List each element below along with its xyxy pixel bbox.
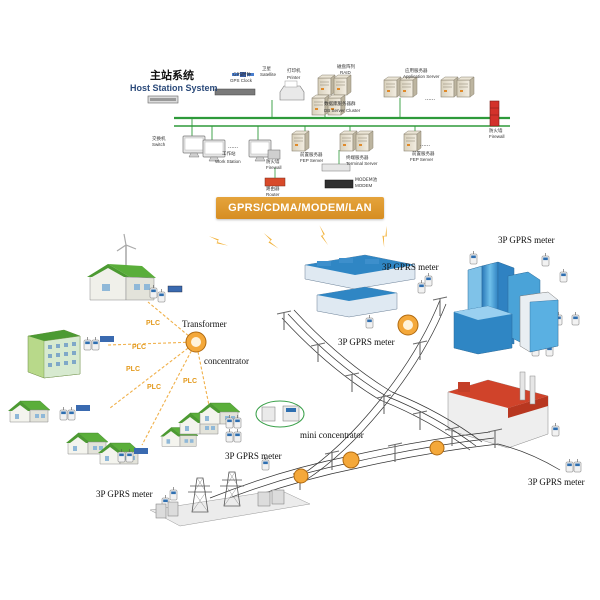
modem-icon — [324, 179, 354, 189]
application-server-icon — [383, 76, 402, 98]
device-label-en: Router — [266, 192, 280, 197]
host-title-en: Host Station System — [130, 83, 218, 93]
meter-label: 3P GPRS meter — [528, 477, 585, 487]
residential-area — [7, 233, 241, 465]
device-label-zh: 前置服务器 — [412, 152, 435, 157]
mini-concentrator-icon — [255, 400, 305, 428]
printer-icon — [279, 80, 305, 101]
device-label-en: FEP Server — [300, 158, 324, 163]
device-label-en: Application Server — [403, 74, 440, 79]
network-banner: GPRS/CDMA/MODEM/LAN — [216, 197, 384, 219]
device-label-zh: 前置服务器 — [300, 153, 323, 158]
device-label-zh: 交换机 — [152, 137, 166, 142]
device-label-en: DB Server Cluster — [324, 108, 361, 113]
wireless-signals — [208, 225, 396, 252]
device-label-zh: MODEM池 — [355, 178, 378, 183]
plc-label: PLC — [126, 366, 140, 373]
meter-label: 3P GPRS meter — [382, 262, 439, 272]
meter-label: 3P GPRS meter — [498, 235, 555, 245]
device-label-zh: 工作站 — [222, 152, 236, 157]
router-icon — [264, 177, 286, 187]
skyscrapers-icon — [453, 261, 559, 355]
factory-icon — [447, 371, 549, 449]
fep-server-icon — [291, 130, 310, 152]
meter-label: 3P GPRS meter — [225, 451, 282, 461]
ellipsis-text: ...... — [425, 96, 436, 102]
meter-label: 3P GPRS meter — [338, 337, 395, 347]
raid-server-icon — [317, 74, 336, 96]
device-label-zh: 卫星 — [262, 67, 271, 72]
device-label-zh: 磁盘阵列 — [337, 65, 355, 70]
device-label-en: GPS Clock — [230, 78, 253, 83]
mini-concentrator-label: mini concentrator — [300, 430, 364, 440]
device-label-zh: 应用服务器 — [405, 69, 428, 74]
host-title-zh: 主站系统 — [150, 69, 194, 82]
meter-label: 3P GPRS meter — [96, 489, 153, 499]
device-label-en: MODEM — [355, 183, 373, 188]
device-label-en: RAID — [340, 70, 351, 75]
ellipsis-text: ...... — [420, 142, 431, 148]
device-label-zh: 防火墙 — [489, 129, 503, 134]
meter-icons — [59, 250, 582, 509]
switch-monitor-icon — [182, 135, 206, 158]
device-label-zh: 打印机 — [287, 69, 301, 74]
device-label-zh: 终端服务器 — [346, 156, 369, 161]
transformer-label: Transformer — [182, 319, 227, 329]
device-label-en: Switch — [152, 142, 166, 147]
apartment-building-icon — [27, 329, 81, 379]
firewall-icon — [489, 100, 500, 127]
pole-transformers — [293, 314, 445, 484]
device-label-en: FEP Server — [410, 157, 434, 162]
device-label-zh: 数据库服务器群 — [324, 102, 356, 107]
substation-icon — [149, 471, 311, 527]
device-label-en: Printer — [287, 75, 301, 80]
satellite-icon — [232, 72, 254, 77]
plc-label: PLC — [146, 320, 160, 327]
device-label-en: Firewall — [266, 165, 282, 170]
transformer-concentrator-icon — [185, 331, 207, 353]
device-label-en: Work Station — [215, 159, 241, 164]
plc-label: PLC — [147, 384, 161, 391]
device-label-zh: 路由器 — [266, 187, 280, 192]
concentrator-label: concentrator — [204, 356, 249, 366]
workstation-icon — [202, 139, 226, 162]
plc-label: PLC — [183, 378, 197, 385]
device-label-zh: 防火墙 — [266, 160, 280, 165]
gps-clock-device — [214, 88, 256, 96]
host-station-group — [147, 72, 510, 189]
commercial-buildings-icon — [304, 254, 416, 318]
ellipsis-text: ...... — [228, 144, 239, 150]
device-label-en: Firewall — [489, 134, 505, 139]
device-label-zh: GPS时钟 — [233, 73, 252, 78]
plc-label: PLC — [132, 344, 146, 351]
device-label-en: Satellite — [260, 72, 277, 77]
device-label-en: Terminal Server — [346, 161, 378, 166]
